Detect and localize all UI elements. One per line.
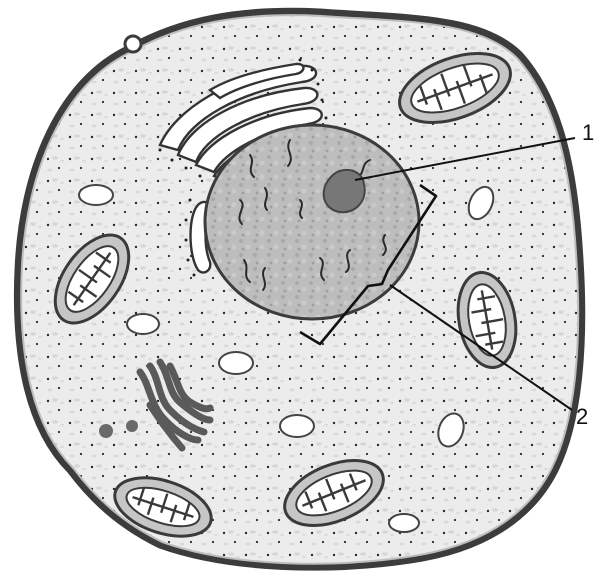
nucleus bbox=[205, 125, 419, 319]
membrane-pit-icon bbox=[125, 36, 141, 52]
label-1: 1 bbox=[582, 120, 594, 145]
label-2: 2 bbox=[576, 404, 588, 429]
